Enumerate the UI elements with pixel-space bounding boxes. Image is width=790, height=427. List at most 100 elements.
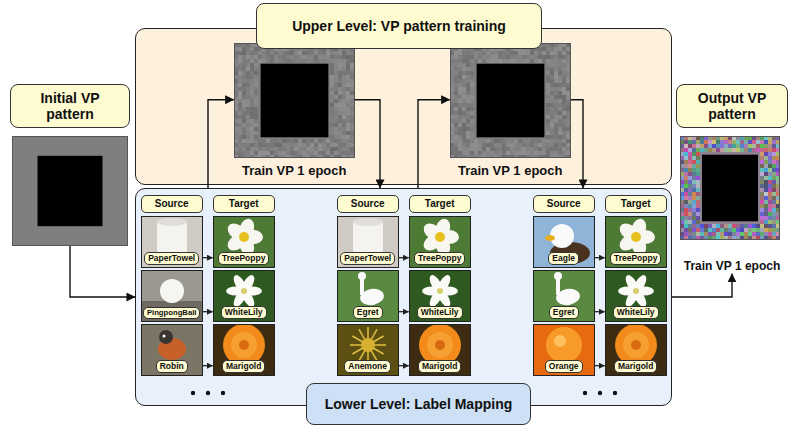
pattern-noise [760,148,764,152]
pattern-noise [314,59,318,63]
pattern-noise [732,224,736,228]
pattern-noise [270,139,274,143]
flow-arrow [418,100,450,188]
pattern-noise [716,224,720,228]
pattern-noise [510,43,514,47]
pattern-noise [330,151,334,155]
pattern-noise [306,43,310,47]
pattern-noise [768,224,772,228]
pattern-noise [526,55,530,59]
pattern-noise [466,103,470,107]
pattern-noise [242,151,246,155]
pattern-noise [688,152,692,156]
pattern-noise [474,147,478,151]
pattern-noise [502,47,506,51]
pattern-noise [342,123,346,127]
pattern-noise [696,208,700,212]
pattern-noise [696,188,700,192]
pattern-noise [314,139,318,143]
pattern-noise [546,67,550,71]
pattern-noise [270,59,274,63]
pattern-noise [760,228,764,232]
pattern-noise [294,147,298,151]
pattern-noise [318,51,322,55]
class-label: Egret [353,306,383,319]
vp-pattern-image [680,136,780,240]
pattern-noise [326,47,330,51]
pattern-noise [534,59,538,63]
pattern-noise [474,139,478,143]
photo-shape [606,217,666,267]
pattern-noise [550,135,554,139]
pattern-noise [466,107,470,111]
pattern-noise [350,63,354,67]
pattern-noise [282,143,286,147]
pattern-noise [246,103,250,107]
pattern-noise [462,115,466,119]
pattern-noise [242,63,246,67]
pattern-noise [330,95,334,99]
pattern-noise [466,123,470,127]
pattern-noise [510,139,514,143]
pattern-noise [342,63,346,67]
pattern-noise [558,111,562,115]
pattern-noise [346,67,350,71]
pattern-noise [342,95,346,99]
pattern-noise [752,144,756,148]
pattern-noise [562,139,566,143]
pattern-noise [238,99,242,103]
pattern-noise [278,147,282,151]
column-header: Source [337,195,399,213]
pattern-noise [562,79,566,83]
pattern-noise [462,87,466,91]
pattern-noise [558,139,562,143]
pattern-noise [350,55,354,59]
pattern-noise [242,135,246,139]
pattern-noise [768,164,772,168]
pattern-noise [558,151,562,155]
pattern-noise [250,127,254,131]
pattern-noise [250,51,254,55]
pattern-noise [764,208,768,212]
pattern-noise [566,87,570,91]
pattern-noise [518,139,522,143]
pattern-noise [748,144,752,148]
pattern-noise [334,87,338,91]
pattern-noise [692,152,696,156]
pattern-noise [486,55,490,59]
pattern-noise [470,55,474,59]
pattern-frame [13,137,128,246]
pattern-noise [306,47,310,51]
pattern-noise [716,228,720,232]
pattern-noise [760,192,764,196]
pattern-noise [250,91,254,95]
pattern-noise [490,43,494,47]
pattern-noise [454,123,458,127]
pattern-noise [708,144,712,148]
pattern-noise [744,224,748,228]
pattern-noise [266,47,270,51]
pattern-noise [550,111,554,115]
pattern-noise [246,55,250,59]
pattern-noise [550,47,554,51]
pattern-noise [752,148,756,152]
pattern-noise [462,51,466,55]
flow-arrow [571,100,583,188]
pattern-noise [466,147,470,151]
pattern-noise [764,232,768,236]
pattern-noise [732,144,736,148]
pattern-noise [534,151,538,155]
pattern-noise [242,87,246,91]
pattern-noise [322,51,326,55]
pattern-noise [470,51,474,55]
pattern-noise [696,180,700,184]
pattern-noise [278,55,282,59]
pattern-noise [310,143,314,147]
pattern-noise [454,111,458,115]
pattern-noise [290,55,294,59]
pattern-noise [696,232,700,236]
pattern-noise [346,139,350,143]
pattern-noise [482,139,486,143]
pattern-noise [542,59,546,63]
pattern-noise [704,232,708,236]
